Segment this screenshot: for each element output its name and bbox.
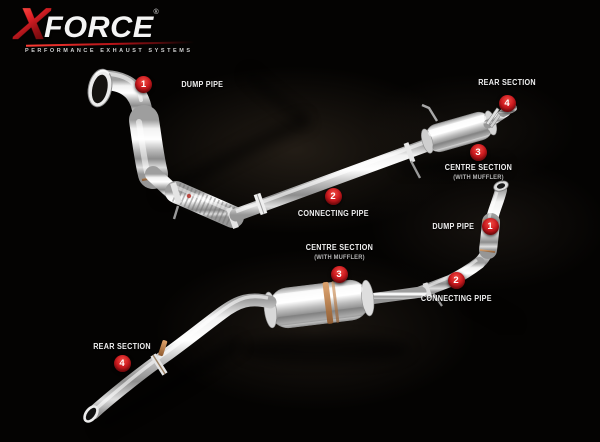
- logo-wordmark: X FORCE ®: [11, 0, 202, 49]
- logo-tagline: PERFORMANCE EXHAUST SYSTEMS: [25, 47, 193, 54]
- brand-logo: X FORCE ® PERFORMANCE EXHAUST SYSTEMS: [11, 0, 202, 56]
- muffler-top: [421, 110, 497, 154]
- exhaust-tip: [83, 405, 99, 423]
- muffler-bottom: [263, 279, 375, 329]
- registered-trademark-symbol: ®: [153, 9, 159, 16]
- exhaust-system-bottom: [83, 180, 509, 423]
- dump-pipe-flange: [87, 68, 113, 108]
- dump-pipe-bottom-flange: [493, 180, 509, 192]
- rear-section-bottom: [86, 293, 277, 420]
- connecting-pipe-top: [229, 137, 437, 222]
- cast-shadows: [95, 68, 518, 433]
- exhaust-system-top: [87, 68, 517, 229]
- logo-force-text: FORCE: [44, 10, 154, 44]
